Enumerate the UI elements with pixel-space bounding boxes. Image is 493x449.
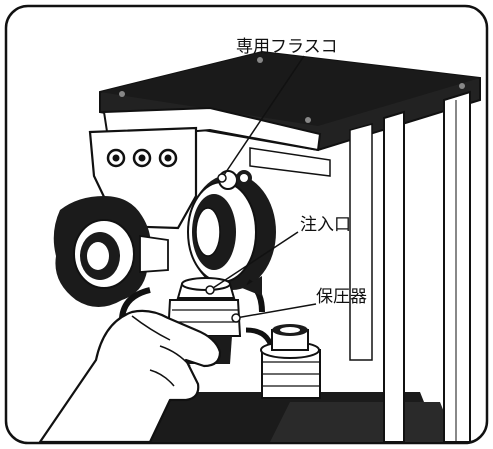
callout-label-pressure: 保圧器 (316, 287, 367, 307)
callout-label-flask: 専用フラスコ (236, 37, 338, 57)
callout-label-inlet: 注入口 (300, 215, 351, 235)
